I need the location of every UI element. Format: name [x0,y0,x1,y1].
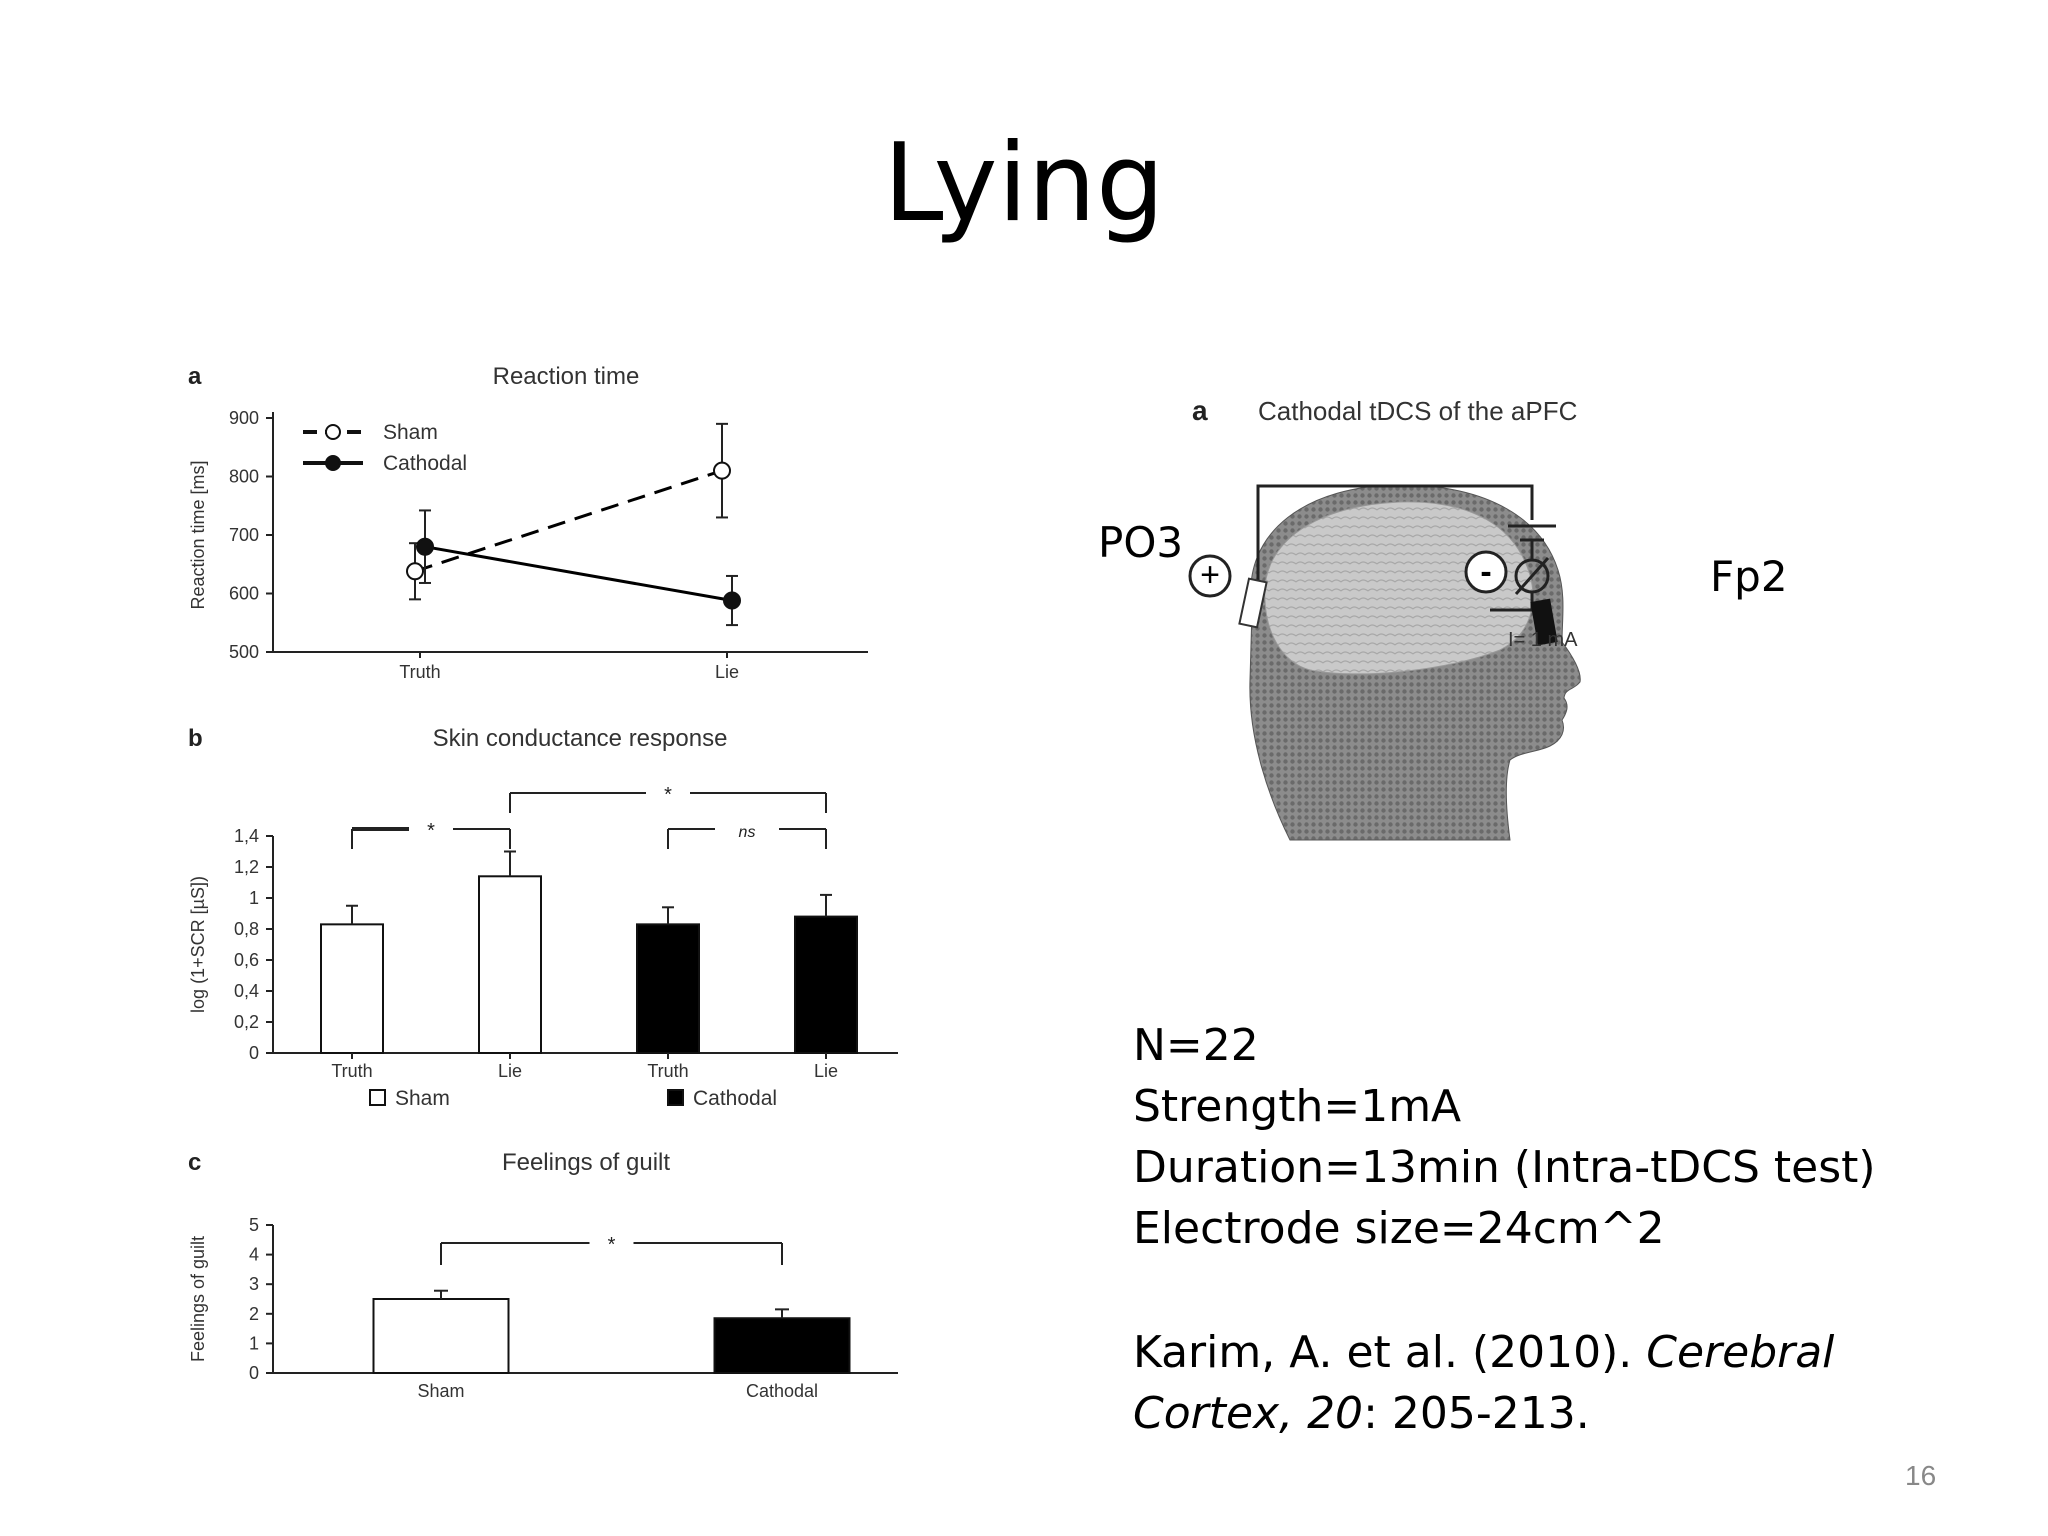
citation: Karim, A. et al. (2010). Cerebral Cortex… [1133,1322,1834,1444]
panel-a-data-point [416,537,434,556]
panel-b-y-tick-label: 0,6 [234,950,259,970]
cathode-label: Fp2 [1710,552,1788,601]
panel-a-title: Reaction time [493,363,640,390]
panel-c-y-tick-label: 0 [249,1363,259,1383]
diagram-panel-letter: a [1192,395,1208,426]
panel-c-y-label: Feelings of guilt [188,1236,208,1362]
panel-c-y-tick-label: 3 [249,1274,259,1294]
info-n: N=22 [1133,1020,1259,1071]
panel-b-legend-label: Cathodal [693,1087,777,1110]
panel-a-x-tick-label: Truth [399,662,440,682]
panel-a-series-line [424,545,733,602]
panel-a-data-point [713,461,731,480]
panel-a-legend-marker [325,455,341,471]
panel-b-y-tick-label: 1 [249,888,259,908]
panel-a-x-tick-label: Lie [715,662,739,682]
panel-b-legend-label: Sham [395,1087,450,1110]
panel-c-y-tick-label: 4 [249,1245,259,1265]
citation-journal-2: Cortex, 20 [1133,1388,1364,1439]
panel-b-x-tick-label: Lie [498,1061,522,1081]
panel-c-significance-label: * [608,1234,616,1256]
panel-a-y-tick-label: 500 [229,642,259,662]
panel-b-bar [478,875,542,1054]
panel-a-y-tick-label: 700 [229,525,259,545]
panel-b-x-tick-label: Truth [331,1061,372,1081]
panel-c-y-tick-label: 2 [249,1304,259,1324]
panel-a-legend-label: Cathodal [383,452,467,475]
panel-a-letter: a [188,363,202,390]
panel-b-legend-swatch [667,1089,684,1106]
current-label: I= 1 mA [1508,629,1578,651]
minus-sign-icon [1464,550,1508,594]
panel-c-x-tick-label: Sham [417,1381,464,1401]
panel-b-y-tick-label: 0,8 [234,919,259,939]
panel-a-legend-marker [325,424,341,440]
info-duration: Duration=13min (Intra-tDCS test) [1133,1142,1876,1193]
anode-label: PO3 [1098,518,1184,567]
panel-a-y-tick-label: 900 [229,408,259,428]
panel-a-y-tick-label: 600 [229,584,259,604]
panel-a-data-point [406,562,424,581]
panel-b-significance-label: * [664,784,672,806]
panel-b-x-tick-label: Truth [647,1061,688,1081]
minus-symbol: - [1480,553,1491,591]
panel-b-y-label: log (1+SCR [µS]) [188,876,208,1013]
panel-b-y-tick-label: 0 [249,1043,259,1063]
citation-journal-1: Cerebral [1646,1327,1835,1378]
panel-b-title: Skin conductance response [433,725,728,752]
panel-c-title: Feelings of guilt [502,1149,670,1176]
panel-a-series-line [414,469,723,573]
panel-c-bar [713,1317,851,1374]
panel-a-legend-label: Sham [383,421,438,444]
plus-symbol: + [1200,556,1220,594]
panel-a-y-tick-label: 800 [229,467,259,487]
citation-pages: : 205-213. [1363,1388,1590,1439]
plus-sign-icon [1188,554,1232,598]
panel-b-letter: b [188,725,203,752]
panel-b-bar [794,915,858,1054]
panel-b-significance-label: ns [739,824,756,841]
ammeter-needle [1514,557,1550,595]
info-strength: Strength=1mA [1133,1081,1462,1132]
panel-a-data-point [723,591,741,610]
panel-c-letter: c [188,1149,201,1176]
panel-b-significance-label: * [427,820,435,842]
panel-c-bar [372,1298,510,1374]
tdcs-diagram: a Cathodal tDCS of the aPFC + - I= 1 mA [1188,395,1581,841]
page-number: 16 [1905,1460,1937,1491]
study-info: N=22 Strength=1mA Duration=13min (Intra-… [1133,1015,1876,1259]
panel-b-y-tick-label: 1,2 [234,857,259,877]
slide-title: Lying [883,121,1165,246]
anode-electrode [1238,577,1268,629]
panel-b-bar [636,923,700,1054]
info-electrode: Electrode size=24cm^2 [1133,1203,1665,1254]
panel-b-bar [320,923,384,1054]
diagram-title: Cathodal tDCS of the aPFC [1258,396,1577,426]
panel-c-y-tick-label: 1 [249,1333,259,1353]
panel-b-y-tick-label: 1,4 [234,826,259,846]
panel-c-y-tick-label: 5 [249,1215,259,1235]
circuit-wire [1256,484,1534,580]
panel-b-y-tick-label: 0,2 [234,1012,259,1032]
panel-b-legend-swatch [369,1089,386,1106]
cathode-electrode [1530,598,1558,646]
panel-b-y-tick-label: 0,4 [234,981,259,1001]
panel-a-y-label: Reaction time [ms] [188,460,208,609]
panel-c-x-tick-label: Cathodal [746,1381,818,1401]
panel-b-x-tick-label: Lie [814,1061,838,1081]
citation-authors: Karim, A. et al. (2010). [1133,1327,1647,1378]
